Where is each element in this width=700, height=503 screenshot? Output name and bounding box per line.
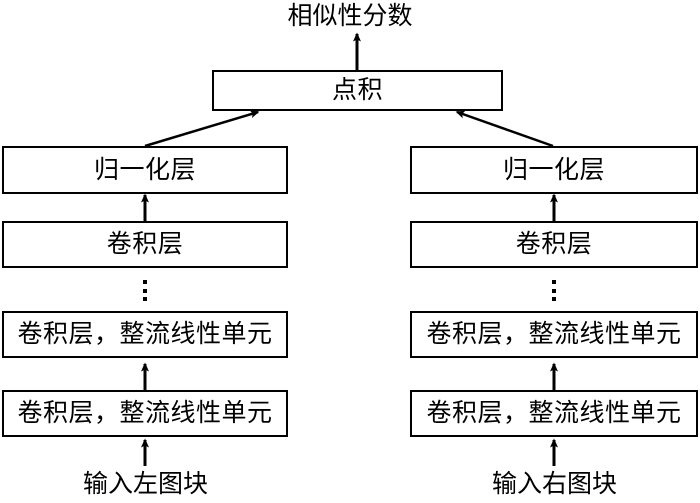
left-ellipsis-dots (142, 280, 148, 301)
left-conv-relu-box-upper[interactable]: 卷积层，整流线性单元 (2, 311, 288, 358)
right-conv-relu-box-lower[interactable]: 卷积层，整流线性单元 (410, 390, 698, 437)
right-conv-label: 卷积层 (515, 231, 593, 258)
left-normalization-box[interactable]: 归一化层 (2, 146, 288, 194)
left-input-label: 输入左图块 (82, 471, 208, 498)
right-input-label: 输入右图块 (491, 471, 617, 498)
right-normalization-box[interactable]: 归一化层 (410, 146, 698, 194)
right-conv-relu-box-upper[interactable]: 卷积层，整流线性单元 (410, 311, 698, 358)
left-conv-box[interactable]: 卷积层 (2, 221, 288, 268)
right-conv-box[interactable]: 卷积层 (410, 221, 698, 268)
dot-2 (552, 288, 556, 293)
dot-1 (552, 280, 556, 284)
dot-1 (143, 280, 147, 284)
arrow-left-norm-to-dotproduct (144, 110, 260, 148)
dot-product-box[interactable]: 点积 (212, 70, 503, 111)
similarity-score-label: 相似性分数 (287, 3, 413, 30)
dot-product-label: 点积 (331, 77, 383, 104)
left-conv-relu-label-lower: 卷积层，整流线性单元 (17, 400, 273, 427)
left-conv-relu-label-upper: 卷积层，整流线性单元 (17, 321, 273, 348)
right-ellipsis-dots (551, 280, 557, 301)
left-conv-label: 卷积层 (106, 231, 184, 258)
arrow-right-norm-to-dotproduct (455, 110, 554, 148)
left-conv-relu-box-lower[interactable]: 卷积层，整流线性单元 (2, 390, 288, 437)
dot-3 (143, 297, 147, 301)
right-conv-relu-label-lower: 卷积层，整流线性单元 (426, 400, 682, 427)
dot-3 (552, 297, 556, 301)
right-normalization-label: 归一化层 (502, 156, 605, 184)
left-normalization-label: 归一化层 (93, 156, 196, 184)
dot-2 (143, 288, 147, 293)
right-conv-relu-label-upper: 卷积层，整流线性单元 (426, 321, 682, 348)
